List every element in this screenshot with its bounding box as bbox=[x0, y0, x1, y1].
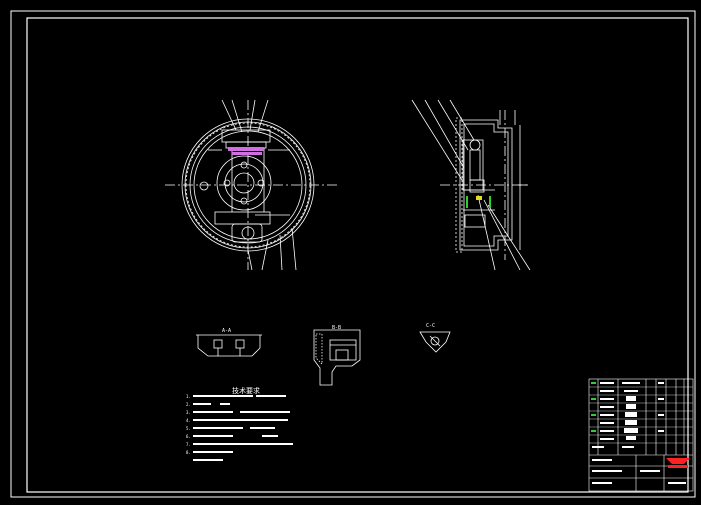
notes-title: 技术要求 bbox=[232, 386, 260, 395]
outer-sheet-border bbox=[10, 10, 696, 498]
title-block-text-marks bbox=[591, 382, 690, 484]
section-b: B-B bbox=[313, 325, 361, 386]
svg-text:3.: 3. bbox=[186, 410, 191, 415]
svg-text:5.: 5. bbox=[186, 426, 191, 431]
svg-text:2.: 2. bbox=[186, 402, 191, 407]
section-c: C-C bbox=[419, 323, 451, 353]
svg-text:4.: 4. bbox=[186, 418, 191, 423]
front-view-color-details bbox=[208, 147, 290, 216]
section-a: A-A bbox=[196, 328, 262, 357]
title-block-logo bbox=[666, 458, 690, 464]
svg-text:8.: 8. bbox=[186, 450, 191, 455]
svg-text:7.: 7. bbox=[186, 442, 191, 447]
svg-text:6.: 6. bbox=[186, 434, 191, 439]
side-section-color-details bbox=[466, 196, 491, 208]
section-b-label: B-B bbox=[332, 325, 341, 331]
inner-drawing-border bbox=[26, 17, 689, 493]
svg-text:1.: 1. bbox=[186, 394, 191, 399]
section-a-label: A-A bbox=[222, 328, 231, 334]
section-c-label: C-C bbox=[426, 323, 435, 329]
side-section-view bbox=[411, 99, 531, 271]
front-view bbox=[165, 99, 338, 271]
technical-notes: 技术要求 1. 2. 3. 4. 5. 6. 7. 8. bbox=[186, 386, 293, 461]
